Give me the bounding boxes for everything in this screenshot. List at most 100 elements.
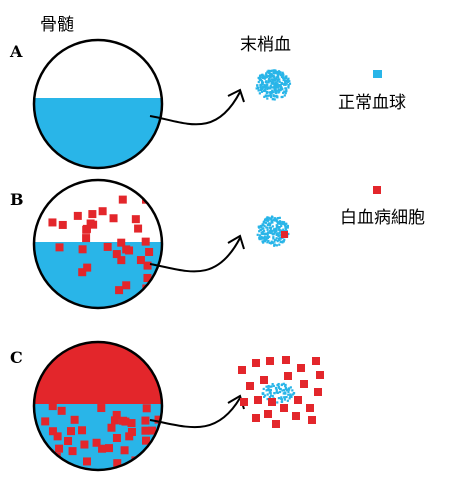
marrow-circle-c [32,340,164,472]
leukemia-cell [316,371,324,379]
leukemia-cell [58,220,67,229]
normal-blood-cell [261,232,264,236]
normal-blood-cell [268,91,271,94]
normal-blood-cell [279,83,282,86]
normal-blood-cell [286,78,289,82]
normal-blood-cell [267,69,270,72]
leukemia-cell [55,243,64,252]
leukemia-cell [48,218,57,227]
normal-blood-cell [275,225,279,228]
leukemia-cell [284,372,292,380]
leukemia-cell [308,416,316,424]
normal-blood-cell [263,95,266,98]
normal-blood-cell [271,225,274,228]
normal-blood-cell [275,94,278,98]
normal-blood-cell [264,89,267,92]
normal-blood-cell [266,226,269,229]
normal-blood-cell [281,88,284,91]
normal-blood-cell [286,226,289,229]
normal-blood-cell [283,398,286,401]
leukemia-cell [254,396,262,404]
leukemia-cell [83,263,92,272]
normal-blood-cell [259,83,262,86]
normal-blood-cell [270,81,273,84]
normal-blood-cell [273,69,276,72]
leukemia-cell [142,436,151,445]
normal-blood-cell [268,223,271,227]
normal-blood-cell [268,94,271,97]
leukemia-cell [55,444,64,453]
normal-blood-cell [277,72,280,75]
normal-blood-cell [278,390,282,394]
normal-blood-cell [271,216,274,219]
normal-blood-cell [263,240,267,243]
leukemia-cell [266,357,274,365]
normal-blood-cell [284,228,288,231]
normal-blood-cell [278,234,281,237]
normal-blood-cell [265,72,268,75]
normal-blood-cell [258,237,262,241]
normal-blood-cell [259,86,262,89]
normal-blood-cell [269,93,272,96]
leukemia-cell [103,242,112,251]
normal-blood-cell [284,83,287,86]
normal-blood-cell [268,391,271,394]
normal-blood-cell [275,76,278,79]
normal-blood-cell [270,82,273,85]
normal-blood-cell [266,233,269,236]
normal-blood-cell [265,90,269,94]
normal-blood-cell [282,78,285,82]
peripheral-blood-cluster-a [255,69,292,101]
leukemia-cell [281,231,288,238]
leukemia-cell [252,359,260,367]
normal-blood-cell [273,231,277,234]
normal-blood-cell [266,223,269,226]
leukemia-cell [141,237,150,246]
normal-blood-cell [276,383,280,387]
normal-blood-cell [269,385,272,388]
normal-blood-cell [270,92,273,95]
normal-blood-cell [276,232,279,235]
normal-blood-cell [284,77,287,80]
normal-blood-cell [262,387,265,391]
normal-blood-cell [273,79,277,82]
normal-blood-cell [283,238,286,241]
normal-blood-cell [273,240,276,243]
normal-blood-cell [287,393,290,396]
normal-blood-cell [278,220,281,223]
normal-blood-cell [282,228,285,231]
leukemia-cell [66,427,75,436]
normal-blood-cell [276,391,280,394]
normal-blood-cell [276,74,279,77]
normal-blood-cell [269,222,272,225]
leukemia-cells-b [42,195,154,295]
leukemia-cell [78,245,87,254]
normal-blood-cell [284,225,287,228]
leukemia-cell [127,419,136,428]
leukemia-cell [78,268,87,277]
legend-normal-swatch [373,70,382,78]
normal-blood-cell [256,84,259,87]
leukemia-cell [143,261,152,270]
normal-blood-cell [278,216,281,219]
normal-blood-cell [261,82,264,86]
normal-blood-cell [280,224,283,228]
normal-blood-cell [266,97,269,100]
normal-blood-cell [266,219,269,222]
normal-blood-cell [272,384,275,388]
row-label-a: A [10,42,23,61]
normal-blood-cell [257,80,260,84]
normal-blood-cell [275,89,278,92]
normal-blood-cell [272,70,275,73]
normal-blood-cell [280,74,284,78]
normal-blood-cell [290,395,293,398]
leukemia-cell [145,247,154,256]
normal-blood-cell [263,86,266,89]
normal-blood-cell [263,77,266,80]
normal-blood-cell [269,394,273,397]
normal-blood-cell [282,91,285,94]
normal-blood-cell [275,218,278,221]
normal-blood-cell [268,235,271,238]
normal-blood-cell [273,219,276,222]
normal-blood-cell [261,81,265,84]
